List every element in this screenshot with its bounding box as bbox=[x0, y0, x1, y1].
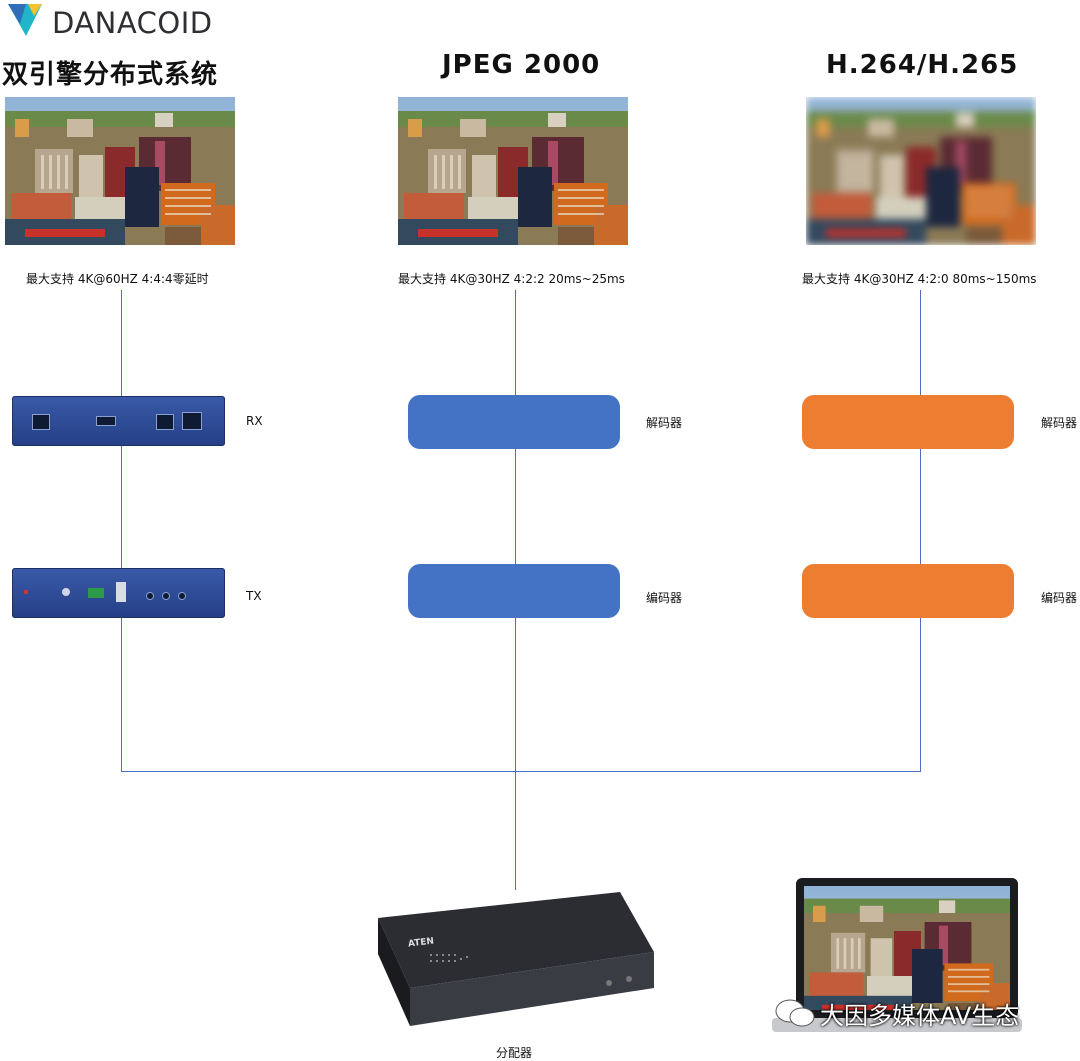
watermark-text: 大因多媒体AV生态 bbox=[820, 1002, 1020, 1030]
splitter-device: ATEN bbox=[370, 888, 660, 1038]
jpeg2000-encoder-box bbox=[408, 564, 620, 618]
caption-h264: 最大支持 4K@30HZ 4:2:0 80ms~150ms bbox=[802, 272, 1037, 286]
led-indicator-icon bbox=[24, 590, 28, 594]
rx-device bbox=[12, 396, 225, 446]
logo-text: DANACOID bbox=[52, 6, 213, 40]
label-rx: RX bbox=[246, 414, 263, 428]
h264-decoder-box bbox=[802, 395, 1014, 449]
connector-line-col1 bbox=[121, 290, 122, 772]
caption-jpeg2000: 最大支持 4K@30HZ 4:2:2 20ms~25ms bbox=[398, 272, 625, 286]
city-image-lossless bbox=[5, 97, 235, 245]
logo-mark-icon bbox=[8, 4, 42, 36]
lan-port-icon bbox=[182, 412, 202, 430]
city-image-h264-blurred bbox=[806, 97, 1036, 245]
column-title-jpeg2000: JPEG 2000 bbox=[442, 50, 601, 80]
label-jpeg2000-decoder: 解码器 bbox=[646, 416, 683, 430]
label-tx: TX bbox=[246, 589, 262, 603]
laptop-display bbox=[770, 876, 1022, 1036]
caption-dual-engine: 最大支持 4K@60HZ 4:4:4零延时 bbox=[26, 272, 209, 286]
audio-jack-icon bbox=[146, 592, 154, 600]
usb-port-icon bbox=[116, 582, 126, 602]
column-title-dual-engine: 双引擎分布式系统 bbox=[2, 60, 219, 90]
tx-device bbox=[12, 568, 225, 618]
sfp-port-icon bbox=[156, 414, 174, 430]
audio-jack-icon bbox=[162, 592, 170, 600]
city-image-jpeg2000 bbox=[398, 97, 628, 245]
label-h264-decoder: 解码器 bbox=[1041, 416, 1078, 430]
label-h264-encoder: 编码器 bbox=[1041, 591, 1078, 605]
h264-encoder-box bbox=[802, 564, 1014, 618]
connector-line-horizontal bbox=[121, 771, 921, 772]
terminal-block-icon bbox=[88, 588, 104, 598]
jpeg2000-decoder-box bbox=[408, 395, 620, 449]
wechat-icon bbox=[774, 996, 816, 1034]
danacoid-logo: DANACOID bbox=[6, 2, 236, 42]
button-icon bbox=[62, 588, 70, 596]
power-port-icon bbox=[32, 414, 50, 430]
connector-line-col3 bbox=[920, 290, 921, 772]
hdmi-port-icon bbox=[96, 416, 116, 426]
laptop-screen-image bbox=[804, 886, 1010, 1010]
label-jpeg2000-encoder: 编码器 bbox=[646, 591, 683, 605]
column-title-h264: H.264/H.265 bbox=[826, 50, 1019, 80]
label-splitter: 分配器 bbox=[496, 1046, 533, 1060]
audio-jack-icon bbox=[178, 592, 186, 600]
